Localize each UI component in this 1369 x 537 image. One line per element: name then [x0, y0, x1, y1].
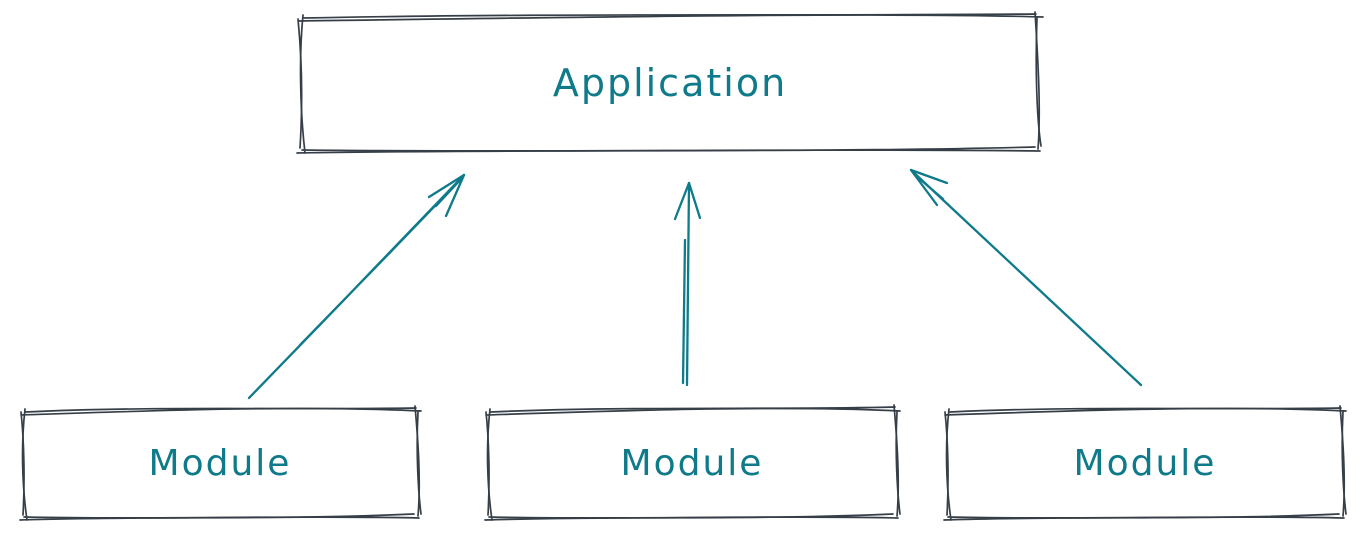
module-node-2: Module: [484, 404, 901, 521]
arrow-3-head: [909, 168, 949, 207]
arrow-module1-to-application: [247, 173, 466, 400]
application-box-stroke-2: [296, 14, 1044, 154]
arrow-2-head: [673, 181, 702, 221]
module-label-1: Module: [149, 443, 292, 484]
arrow-module2-to-application: [673, 181, 702, 387]
arrow-1-head: [427, 173, 466, 218]
module-box-2-stroke-2: [484, 407, 901, 521]
arrow-3-shaft: [909, 168, 1143, 387]
arrow-1-shaft: [247, 173, 466, 400]
application-box-stroke-1: [299, 11, 1041, 154]
module-box-1-outline: [19, 405, 422, 521]
module-box-3-stroke-2: [943, 407, 1347, 521]
application-node: Application: [296, 11, 1044, 154]
module-label-2: Module: [621, 443, 764, 484]
arrows-layer: [247, 168, 1143, 400]
module-node-3: Module: [943, 405, 1347, 521]
module-box-2-stroke-1: [486, 404, 900, 521]
application-label: Application: [553, 61, 787, 105]
module-label-3: Module: [1074, 443, 1217, 484]
application-box-outline: [296, 11, 1044, 154]
module-node-1: Module: [19, 405, 422, 521]
module-box-3-outline: [943, 405, 1347, 521]
arrow-2-shaft: [681, 181, 691, 387]
module-box-2-outline: [484, 404, 901, 521]
module-box-1-stroke-2: [19, 407, 422, 521]
arrow-module3-to-application: [909, 168, 1143, 387]
